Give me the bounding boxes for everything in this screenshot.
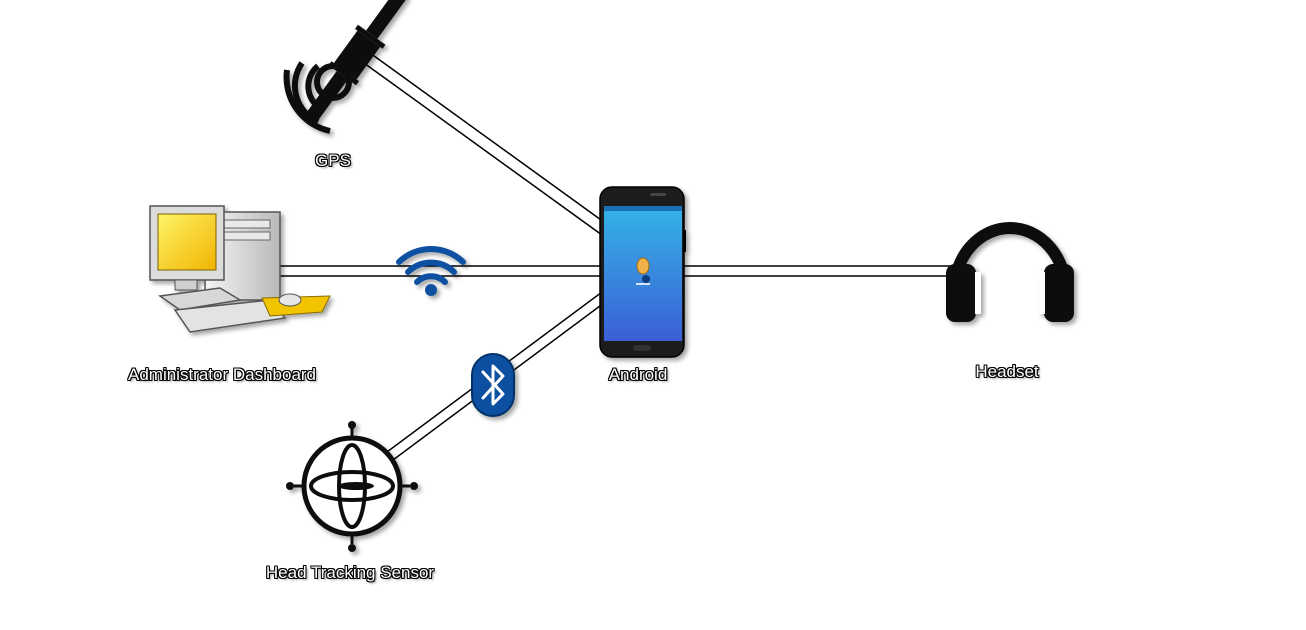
android-headset-link: [681, 265, 955, 277]
gyroscope-icon: [286, 421, 418, 552]
desktop-computer-icon: [149, 205, 331, 333]
wifi-icon: [396, 246, 466, 296]
headset-label: Headset: [975, 362, 1039, 381]
head-tracking-sensor-label: Head Tracking Sensor: [265, 563, 435, 582]
administrator-dashboard-label: Administrator Dashboard: [127, 365, 317, 384]
android-label: Android: [608, 365, 668, 384]
gps-label: GPS: [315, 151, 351, 170]
satellite-icon: [283, 0, 408, 134]
headphones-icon: [946, 222, 1074, 322]
admin-android-link: [269, 265, 611, 277]
gps-android-link: [345, 38, 609, 237]
bluetooth-icon: [471, 353, 515, 417]
smartphone-icon: [599, 186, 686, 358]
